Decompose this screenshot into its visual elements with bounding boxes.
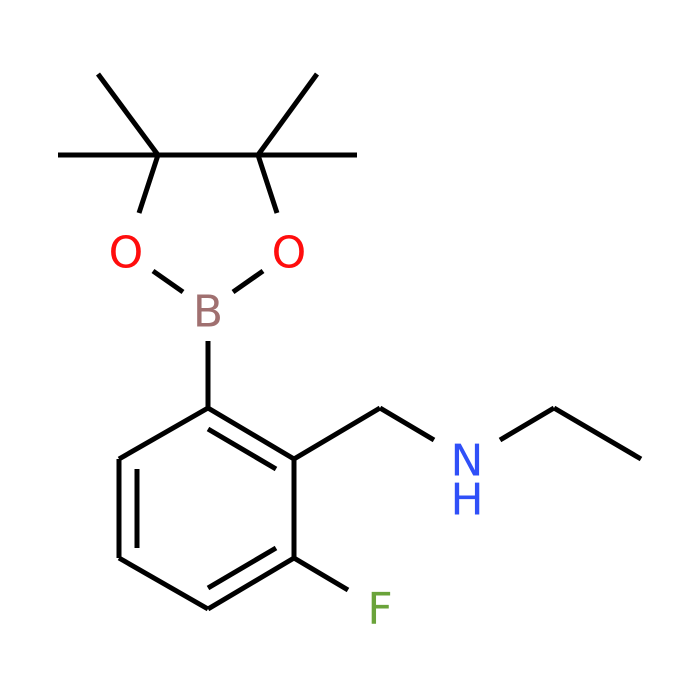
- bond-ring-4-inner: [206, 545, 278, 591]
- bond-c-ch2: [292, 405, 382, 462]
- bond-o2-b: [231, 268, 265, 295]
- bond-ch2-ch3: [552, 405, 643, 462]
- bond-ring-3: [117, 555, 210, 612]
- bond-methyl-1: [95, 72, 161, 157]
- bond-ring-6-inner: [206, 426, 278, 472]
- bond-ring-4: [206, 555, 296, 612]
- bond-ch2-n: [378, 405, 436, 443]
- atom-h-label: H: [450, 475, 483, 526]
- bond-c-f: [292, 555, 350, 593]
- bond-ring-1: [117, 405, 210, 462]
- atom-o1-label: O: [109, 228, 144, 279]
- atom-f-label: F: [367, 584, 392, 635]
- bond-c-o2: [255, 154, 280, 214]
- atom-n-label: N: [451, 436, 484, 487]
- bond-o1-b: [151, 268, 185, 295]
- bond-c-o1: [136, 154, 161, 214]
- bond-methyl-3: [255, 72, 320, 157]
- atom-o2-label: O: [272, 228, 307, 279]
- bond-ring-6: [206, 405, 296, 462]
- bond-n-ch2: [498, 405, 556, 443]
- atom-b-label: B: [193, 287, 223, 338]
